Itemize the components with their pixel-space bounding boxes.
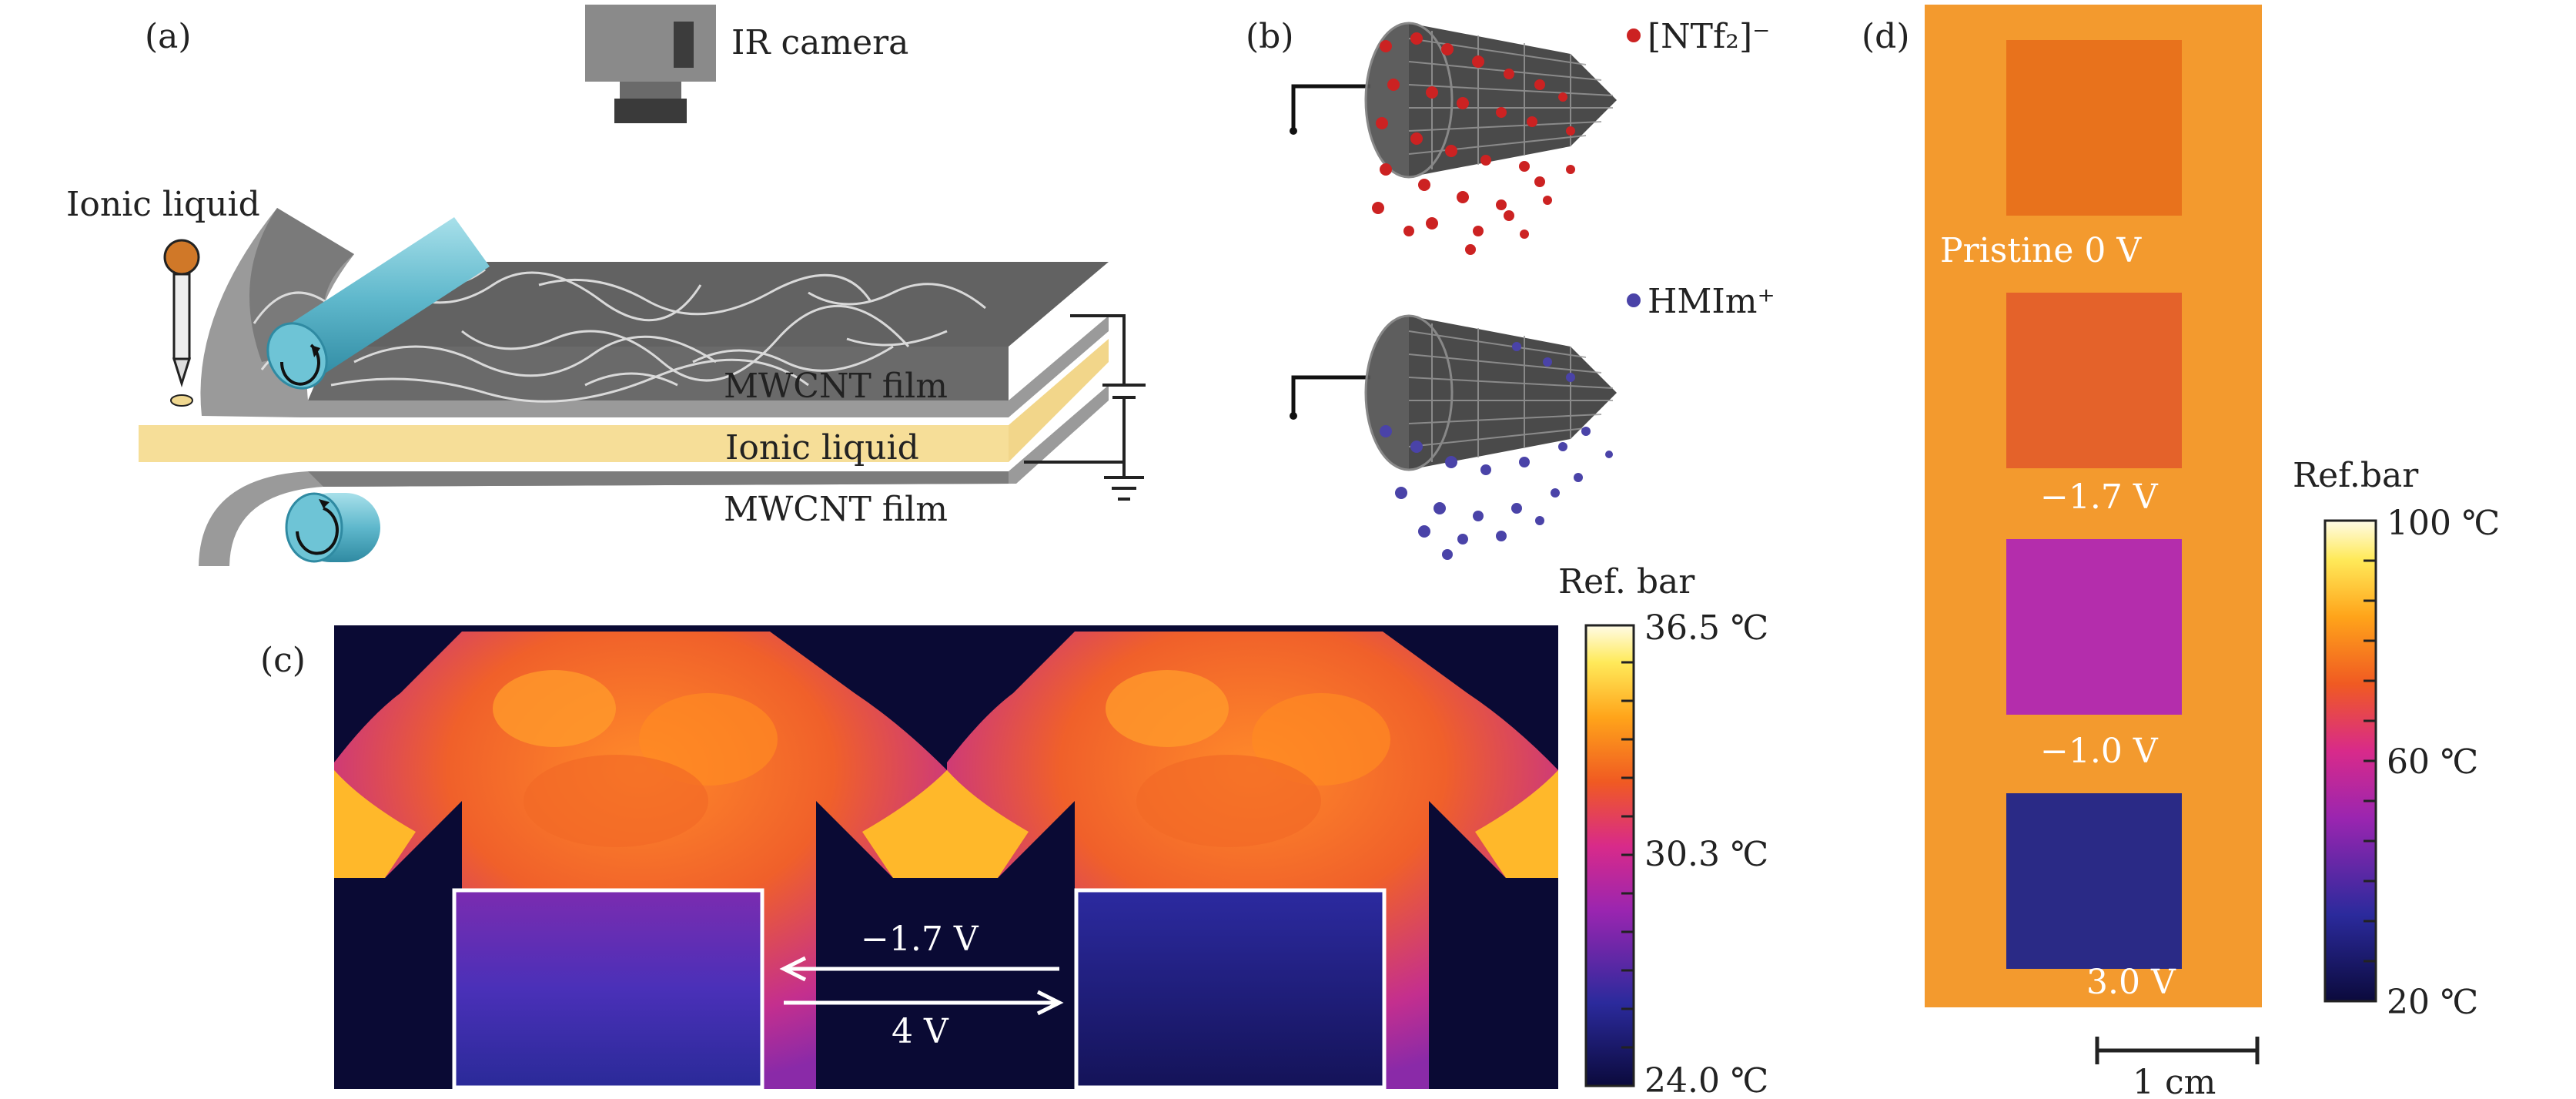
- thermal-image-right: [947, 625, 1558, 1090]
- ref-bar-c-min: 24.0 ℃: [1644, 1061, 1768, 1099]
- panel-d: (d) Pristine 0 V −1.7 V −1.0 V 3.0 V Ref.ba…: [1862, 5, 2500, 1099]
- dropper-icon: [163, 239, 200, 407]
- switch-arrows: [779, 956, 1064, 1016]
- panel-c-label: (c): [260, 641, 306, 680]
- panel-d-label: (d): [1862, 17, 1910, 56]
- anion-label: [NTf₂]⁻: [1648, 17, 1770, 56]
- sample-square-4: [2006, 793, 2182, 969]
- ref-bar-d-ticks: [2364, 559, 2376, 963]
- panel-b-label: (b): [1246, 17, 1294, 56]
- sample-label-3: −1.0 V: [2040, 732, 2159, 771]
- thermal-image-left: [334, 625, 947, 1090]
- battery-circuit: [1024, 314, 1146, 501]
- sample-label-2: −1.7 V: [2040, 477, 2159, 517]
- sample-label-1: Pristine 0 V: [1940, 231, 2142, 270]
- ref-bar-c-mid: 30.3 ℃: [1644, 835, 1768, 874]
- bottom-roller: [285, 492, 380, 563]
- ref-bar-d-max: 100 ℃: [2387, 504, 2500, 543]
- scale-bar-label: 1 cm: [2133, 1063, 2216, 1099]
- sample-label-4: 3.0 V: [2086, 963, 2176, 1002]
- ir-camera-label: IR camera: [731, 23, 908, 62]
- layer-middle-label: Ionic liquid: [725, 428, 919, 467]
- top-roller: [266, 217, 490, 390]
- nanotube-cation: [1290, 314, 1617, 471]
- ir-camera-icon: [585, 5, 716, 123]
- ref-bar-d-mid: 60 ℃: [2387, 742, 2478, 782]
- cation-label: HMIm⁺: [1648, 282, 1775, 321]
- ref-bar-c-max: 36.5 ℃: [1644, 608, 1768, 648]
- reverse-voltage-label: 4 V: [892, 1012, 949, 1051]
- sample-square-3: [2006, 539, 2182, 715]
- anion-dots: [1372, 32, 1575, 255]
- cation-dots: [1380, 342, 1613, 560]
- panel-b: (b): [1246, 17, 1775, 560]
- roi-box-left: [452, 888, 764, 1090]
- nanotube-anion: [1290, 22, 1617, 179]
- ref-bar-c-ticks: [1621, 661, 1634, 1049]
- scale-bar: [2095, 1037, 2260, 1064]
- sample-square-1: [2006, 40, 2182, 216]
- panel-a-label: (a): [145, 17, 192, 56]
- layer-bottom-label: MWCNT film: [724, 490, 948, 529]
- roi-box-right: [1074, 888, 1387, 1090]
- anion-legend-dot: [1627, 28, 1641, 42]
- ref-bar-d-title: Ref.bar: [2293, 456, 2419, 495]
- ionic-liquid-callout: Ionic liquid: [66, 185, 260, 224]
- cation-legend-dot: [1627, 293, 1641, 307]
- forward-voltage-label: −1.7 V: [861, 920, 979, 959]
- layer-top-label: MWCNT film: [724, 367, 948, 406]
- panel-a: (a) IR camera Ionic liquid: [66, 5, 1146, 566]
- ref-bar-d-min: 20 ℃: [2387, 983, 2478, 1022]
- sample-square-2: [2006, 293, 2182, 468]
- ref-bar-c-title: Ref. bar: [1558, 562, 1695, 601]
- panel-c: (c): [260, 562, 1768, 1099]
